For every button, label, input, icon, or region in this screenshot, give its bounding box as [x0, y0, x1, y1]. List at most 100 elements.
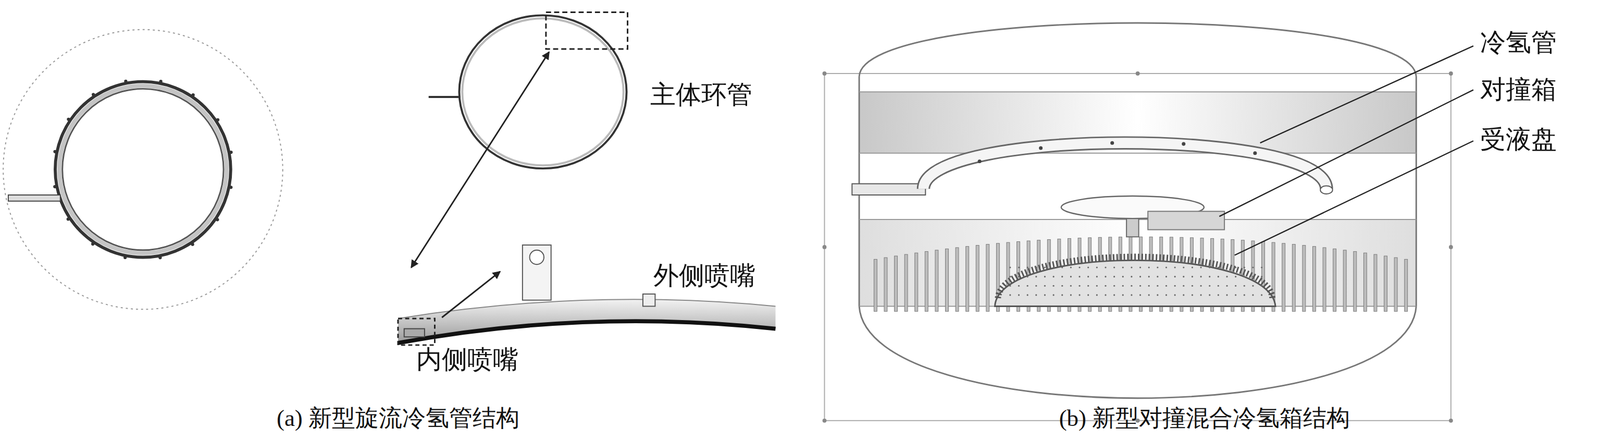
- art-circle: [1087, 284, 1089, 287]
- art-circle: [1191, 266, 1194, 268]
- art-circle: [1200, 275, 1202, 278]
- art-circle: [1217, 275, 1220, 278]
- art-circle: [1026, 275, 1029, 278]
- art-circle: [1052, 266, 1055, 268]
- art-circle: [1035, 275, 1037, 278]
- art-circle: [1448, 71, 1454, 76]
- art-line: [859, 91, 1417, 93]
- art-circle: [1061, 284, 1063, 287]
- art-circle: [1044, 266, 1046, 268]
- art-circle: [1096, 293, 1098, 296]
- art-circle: [1135, 71, 1140, 76]
- art-circle: [1156, 293, 1159, 296]
- art-circle: [1087, 266, 1089, 268]
- art-circle: [1234, 293, 1237, 296]
- figure-caption: (b) 新型对撞混合冷氢箱结构: [1059, 405, 1351, 432]
- art-circle: [1113, 266, 1115, 268]
- art-line: [859, 152, 1417, 154]
- art-rect: [894, 255, 898, 312]
- art-circle: [1078, 266, 1081, 268]
- art-line: [441, 271, 501, 318]
- art-line: [428, 95, 461, 98]
- vessel: [822, 22, 1474, 423]
- art-circle: [158, 255, 162, 259]
- art-circle: [1225, 266, 1228, 268]
- art-circle: [55, 81, 231, 258]
- art-circle: [1182, 266, 1185, 268]
- art-circle: [1217, 293, 1220, 296]
- art-rect: [642, 293, 655, 306]
- art-circle: [1104, 284, 1107, 287]
- art-path: [997, 256, 1273, 298]
- art-circle: [1009, 266, 1011, 268]
- art-circle: [1096, 275, 1098, 278]
- art-circle: [1243, 266, 1246, 268]
- art-circle: [977, 159, 982, 164]
- art-ellipse: [1320, 185, 1333, 194]
- art-circle: [1061, 275, 1063, 278]
- art-circle: [1078, 284, 1081, 287]
- art-rect: [884, 257, 888, 312]
- art-circle: [1208, 266, 1211, 268]
- art-circle: [1165, 293, 1168, 296]
- art-circle: [1026, 284, 1029, 287]
- art-circle: [191, 93, 195, 97]
- art-circle: [1174, 275, 1176, 278]
- art-circle: [1191, 293, 1194, 296]
- art-circle: [1035, 266, 1037, 268]
- art-circle: [1182, 293, 1185, 296]
- nozzle-dots: [53, 79, 233, 260]
- art-circle: [1070, 275, 1072, 278]
- art-circle: [1139, 293, 1141, 296]
- art-circle: [1156, 275, 1159, 278]
- art-path: [859, 22, 1417, 77]
- art-rect: [1282, 243, 1286, 312]
- art-line: [1234, 140, 1474, 255]
- art-circle: [1038, 145, 1043, 150]
- art-rect: [965, 246, 970, 312]
- art-line: [1260, 45, 1474, 143]
- art-rect: [1333, 248, 1337, 312]
- art-circle: [1113, 293, 1115, 296]
- art-path: [995, 259, 1276, 306]
- art-circle: [1052, 275, 1055, 278]
- art-circle: [1200, 266, 1202, 268]
- art-rect: [851, 183, 926, 195]
- art-circle: [1191, 284, 1194, 287]
- art-circle: [1182, 275, 1185, 278]
- art-rect: [945, 248, 949, 312]
- art-circle: [1139, 275, 1141, 278]
- art-path: [398, 299, 776, 319]
- art-circle: [229, 150, 233, 154]
- art-circle: [1122, 284, 1124, 287]
- art-rect: [1292, 244, 1296, 312]
- art-circle: [1148, 275, 1150, 278]
- art-circle: [1078, 275, 1081, 278]
- art-circle: [53, 150, 57, 154]
- art-line: [1415, 76, 1418, 307]
- art-circle: [1225, 275, 1228, 278]
- art-circle: [1096, 284, 1098, 287]
- art-circle: [53, 184, 57, 189]
- art-circle: [1035, 284, 1037, 287]
- part-label: 冷氢管: [1480, 28, 1557, 57]
- art-rect: [546, 11, 628, 49]
- art-rect: [975, 245, 979, 312]
- art-circle: [1130, 275, 1133, 278]
- art-circle: [1139, 284, 1141, 287]
- art-circle: [123, 255, 127, 259]
- art-ellipse: [459, 15, 627, 169]
- art-circle: [1018, 266, 1020, 268]
- art-circle: [1260, 293, 1263, 296]
- art-circle: [1243, 293, 1246, 296]
- part-label: 受液盘: [1480, 125, 1557, 154]
- tray-holes: [1009, 266, 1263, 296]
- art-circle: [1122, 275, 1124, 278]
- art-rect: [986, 244, 990, 312]
- art-circle: [1251, 293, 1254, 296]
- art-rect: [1147, 211, 1225, 230]
- art-circle: [1110, 141, 1114, 145]
- art-circle: [91, 92, 95, 96]
- art-circle: [1251, 266, 1254, 268]
- art-line: [1219, 89, 1474, 217]
